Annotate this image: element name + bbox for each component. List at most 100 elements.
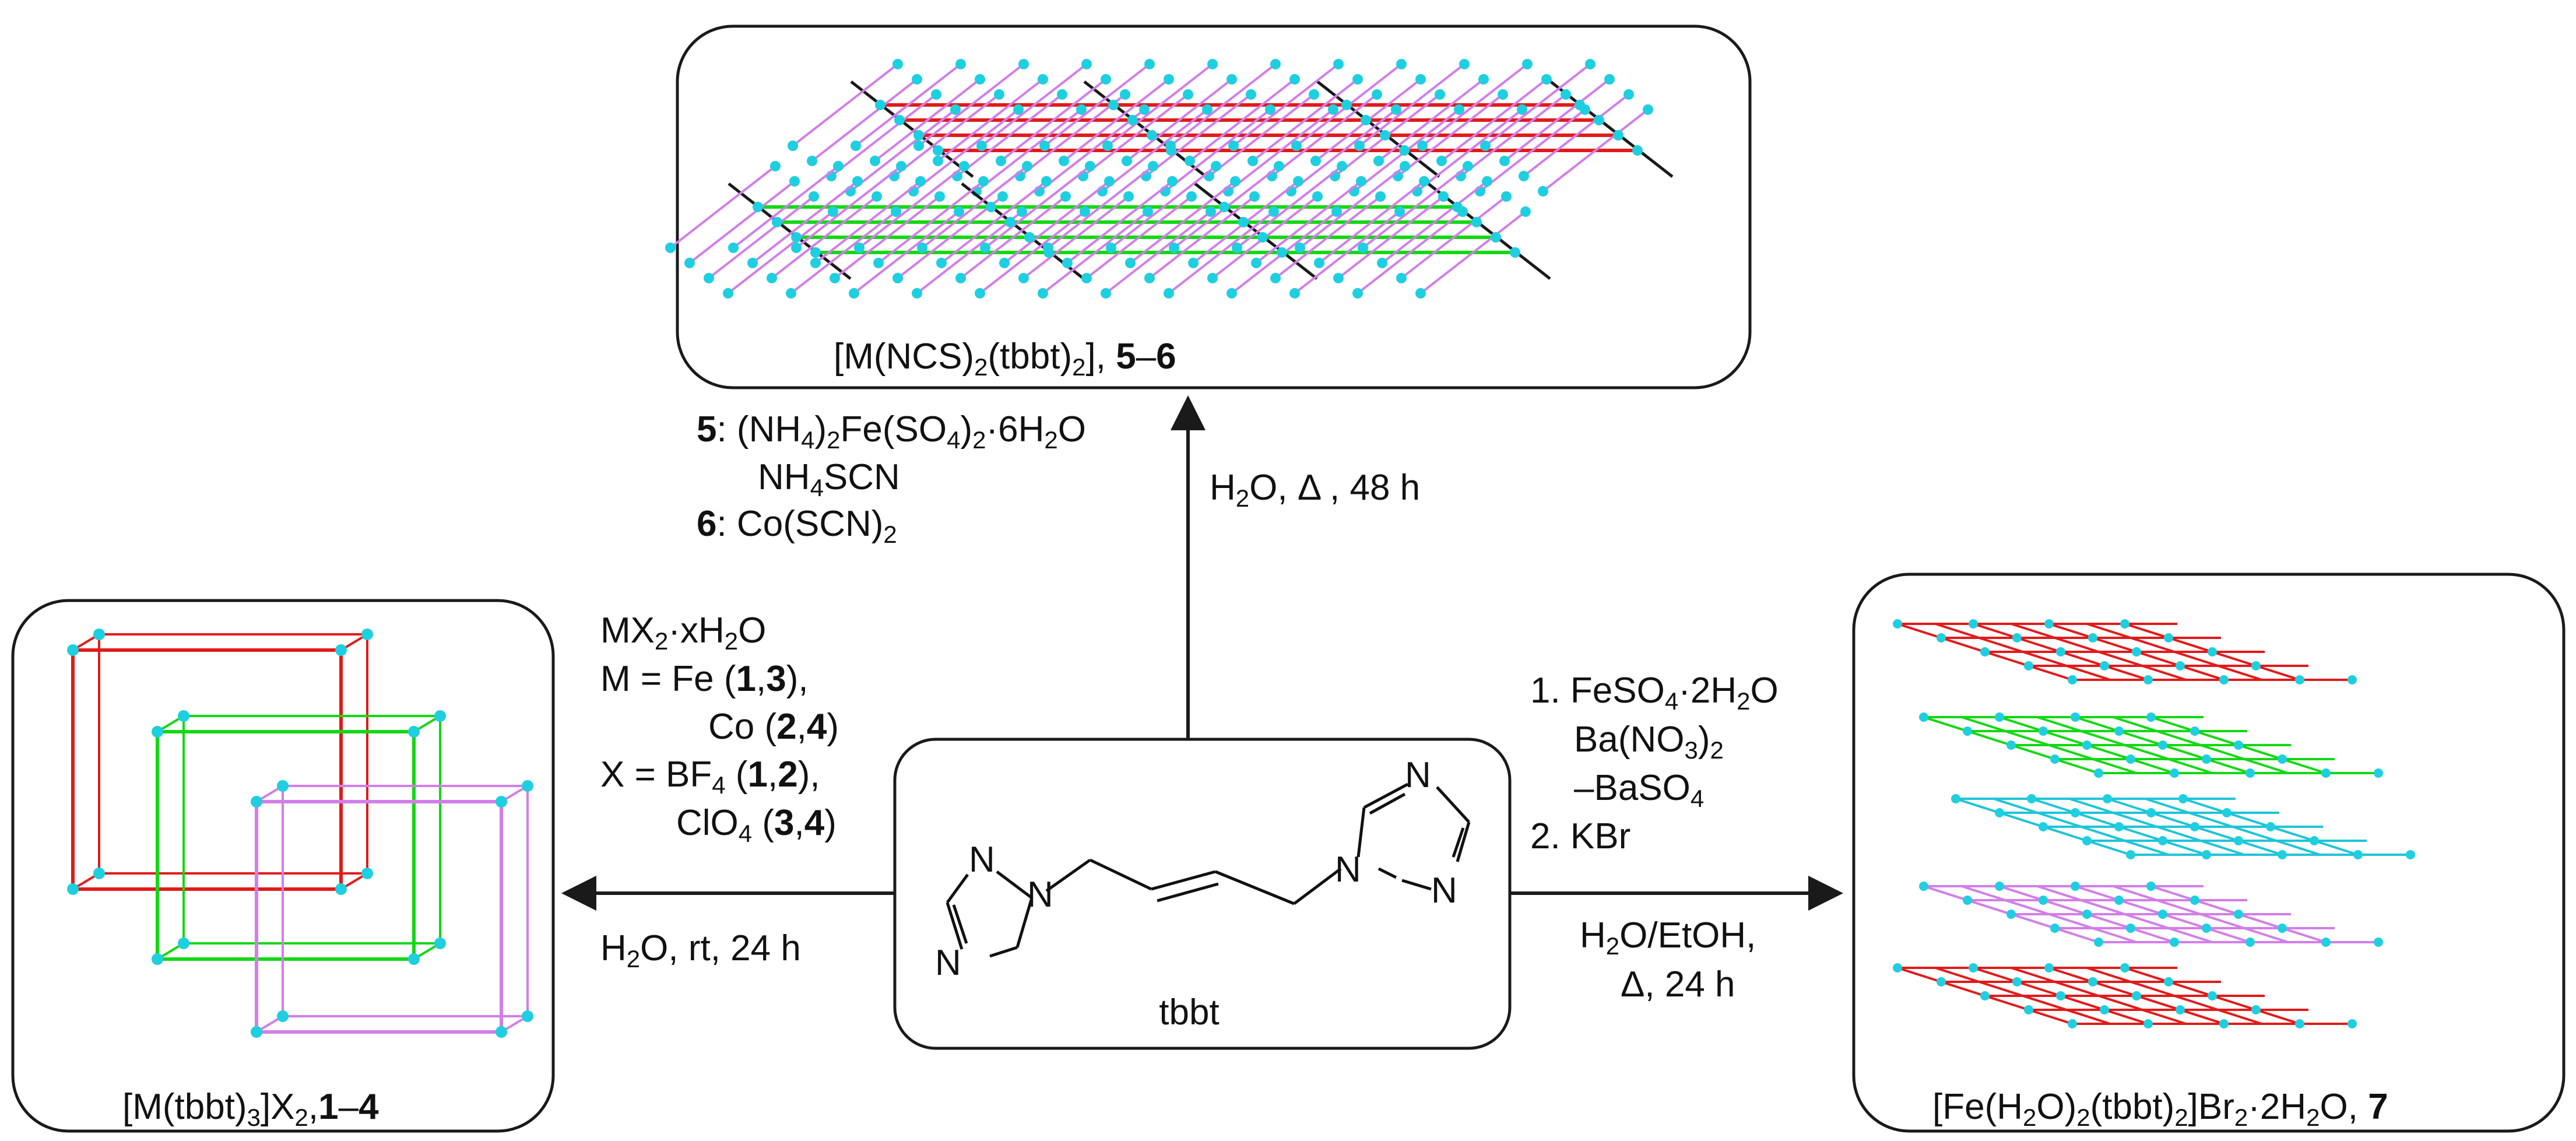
metal-node	[2374, 768, 2383, 778]
pendant-rod	[1358, 63, 1466, 147]
metal-node	[1491, 232, 1501, 243]
up-conditions: H2O, Δ , 48 h	[1210, 468, 1421, 512]
metal-node	[986, 202, 996, 212]
metal-node	[833, 161, 844, 171]
metal-node	[1147, 130, 1157, 141]
tbbt-structure	[946, 782, 1471, 958]
metal-node	[152, 726, 163, 738]
metal-node	[1919, 882, 1928, 891]
pendant-rod	[897, 195, 1004, 279]
metal-node	[2347, 675, 2357, 684]
metal-node	[728, 243, 739, 253]
metal-node	[2071, 808, 2080, 817]
metal-node	[723, 288, 733, 299]
metal-node	[1643, 104, 1653, 115]
metal-node	[1309, 89, 1319, 100]
metal-node	[2056, 647, 2065, 656]
metal-node	[2310, 836, 2319, 845]
metal-node	[1017, 206, 1027, 217]
metal-node	[955, 273, 966, 283]
pendant-rod	[1484, 63, 1591, 147]
pendant-rod	[834, 195, 941, 279]
metal-node	[1632, 145, 1643, 156]
metal-node	[1164, 74, 1174, 85]
metal-node	[892, 273, 903, 283]
metal-node	[2176, 1005, 2185, 1014]
pendant-rod	[1085, 195, 1193, 279]
metal-node	[1312, 191, 1323, 202]
metal-node	[2027, 794, 2036, 803]
right-stacked-layers	[1893, 619, 2415, 1028]
metal-node	[2126, 754, 2135, 764]
pendant-rod	[855, 63, 962, 147]
pendant-rod	[984, 165, 1091, 249]
layer-bond	[2069, 798, 2245, 856]
metal-node	[2251, 1005, 2261, 1014]
metal-node	[2012, 633, 2022, 643]
metal-node	[753, 202, 763, 212]
metal-node	[1144, 273, 1155, 283]
metal-node	[1186, 191, 1197, 202]
atom-n1-left: N	[969, 840, 995, 880]
pendant-rod	[1063, 78, 1170, 162]
metal-node	[1373, 156, 1384, 166]
metal-node	[361, 868, 373, 879]
metal-node	[1394, 206, 1405, 217]
left-reagent-line-3: Co (2,4)	[708, 707, 839, 747]
metal-node	[1541, 74, 1552, 85]
pendant-rod	[960, 195, 1067, 279]
metal-node	[1482, 176, 1492, 187]
metal-node	[1380, 130, 1390, 141]
metal-node	[2278, 850, 2287, 859]
right-reagent-line-3: –BaSO4	[1574, 768, 1705, 812]
metal-node	[2251, 661, 2261, 670]
right-conditions-line-2: Δ, 24 h	[1621, 964, 1735, 1005]
pendant-rod	[1318, 180, 1425, 264]
pendant-rod	[751, 180, 859, 264]
metal-node	[892, 59, 903, 69]
metal-node	[1291, 141, 1302, 151]
metal-node	[2158, 836, 2167, 845]
pendant-rod	[956, 93, 1063, 177]
pendant-rod	[912, 108, 1020, 192]
pendant-rod	[1129, 180, 1236, 264]
metal-node	[871, 191, 882, 202]
pendant-rod	[1419, 210, 1527, 294]
metal-node	[2208, 647, 2217, 656]
metal-node	[2146, 712, 2156, 722]
metal-node	[1227, 74, 1237, 85]
metal-node	[1148, 161, 1158, 171]
metal-node	[2158, 740, 2167, 750]
metal-node	[2146, 808, 2156, 817]
metal-node	[1081, 273, 1092, 283]
metal-node	[1062, 258, 1073, 268]
metal-node	[2114, 822, 2124, 831]
metal-node	[913, 130, 924, 141]
metal-node	[2202, 924, 2211, 933]
metal-node	[1498, 89, 1508, 100]
pendant-rod	[940, 180, 1048, 264]
metal-node	[2006, 740, 2016, 750]
metal-node	[1969, 963, 1978, 973]
metal-node	[1561, 89, 1571, 100]
pendant-rod	[1252, 78, 1359, 162]
metal-node	[251, 1026, 262, 1038]
metal-node	[2039, 822, 2048, 831]
pendant-rod	[1503, 78, 1611, 162]
metal-node	[1038, 74, 1048, 85]
metal-node	[789, 176, 800, 187]
right-reagent-line-4: 2. KBr	[1530, 816, 1631, 856]
metal-node	[1127, 115, 1138, 125]
ligand-name: tbbt	[1159, 992, 1220, 1033]
metal-node	[1522, 59, 1533, 69]
metal-node	[788, 141, 798, 151]
pendant-rod	[1066, 180, 1173, 264]
pendant-rod	[1047, 165, 1154, 249]
metal-node	[434, 710, 446, 722]
metal-node	[361, 629, 373, 640]
metal-node	[2234, 740, 2243, 750]
metal-node	[2114, 896, 2124, 905]
left-panel-caption: [M(tbbt)3]X2,1–4	[122, 1087, 379, 1131]
pendant-rod	[858, 165, 965, 249]
pendant-rod	[1148, 195, 1256, 279]
